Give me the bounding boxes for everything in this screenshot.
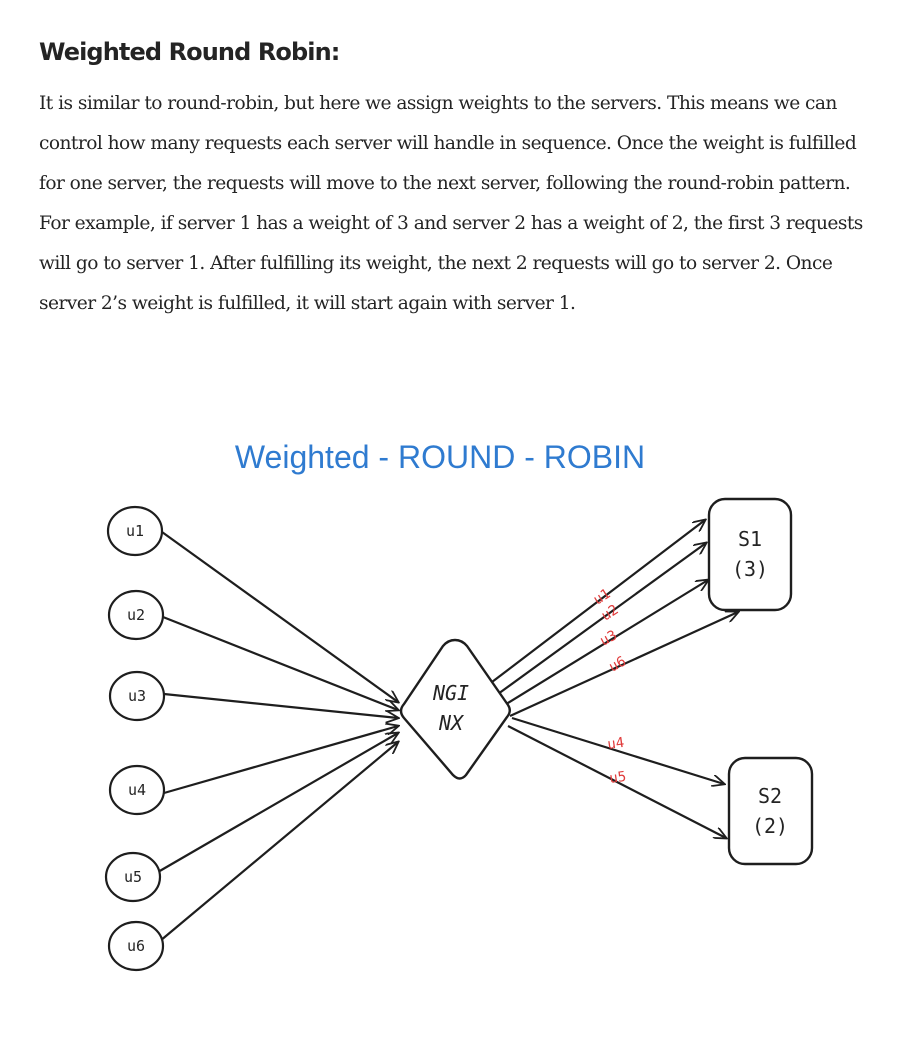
arrow-u1: [161, 531, 398, 702]
user-node-u5: u5: [104, 851, 162, 903]
route-label-u4: u4: [606, 735, 625, 753]
user-node-u6: u6: [107, 920, 165, 972]
server1-route-labels: u1 u2 u3 u6: [591, 586, 629, 676]
arrow-s1-b: [497, 543, 706, 695]
server2-arrows: [507, 716, 726, 838]
route-label-u1: u1: [591, 586, 614, 609]
user-label: u3: [128, 687, 146, 705]
load-balancer-diagram: Weighted - ROUND - ROBIN u1: [104, 439, 814, 972]
article: Weighted Round Robin: It is similar to r…: [39, 28, 879, 324]
arrow-s2-a: [511, 716, 724, 784]
user-node-u2: u2: [107, 589, 165, 641]
user-arrows: [157, 531, 398, 942]
server-weight: (3): [732, 557, 768, 581]
route-label-u3: u3: [597, 627, 619, 649]
arrow-s1-a: [491, 520, 705, 683]
user-label: u2: [127, 606, 145, 624]
route-label-u5: u5: [608, 769, 627, 787]
user-label: u4: [128, 781, 146, 799]
server1-arrows: [491, 520, 738, 718]
section-heading: Weighted Round Robin:: [39, 38, 340, 66]
diagram-figure: Weighted - ROUND - ROBIN u1: [0, 400, 902, 1020]
server-name: S2: [758, 784, 782, 808]
arrow-u3: [163, 692, 398, 718]
user-node-u3: u3: [108, 670, 166, 722]
user-label: u5: [124, 868, 142, 886]
load-balancer-node: NGI NX: [399, 638, 511, 780]
arrow-u6: [159, 742, 398, 942]
server-weight: (2): [752, 814, 788, 838]
user-nodes: u1 u2 u3 u4 u5 u6: [104, 505, 166, 972]
server2-route-labels: u4 u5: [606, 735, 627, 787]
route-label-u6: u6: [606, 653, 628, 675]
user-label: u6: [127, 937, 145, 955]
user-node-u1: u1: [106, 505, 164, 557]
diagram-title: Weighted - ROUND - ROBIN: [235, 439, 645, 475]
server-node-s2: S2 (2): [727, 756, 814, 866]
load-balancer-label-line2: NX: [438, 711, 465, 735]
arrow-s1-d: [509, 612, 738, 718]
arrow-u5: [157, 733, 398, 873]
load-balancer-label-line1: NGI: [432, 681, 469, 705]
route-label-u2: u2: [599, 602, 622, 625]
arrow-s1-c: [502, 580, 708, 707]
user-label: u1: [126, 522, 144, 540]
server-node-s1: S1 (3): [707, 497, 793, 612]
arrow-s2-b: [507, 725, 726, 838]
user-node-u4: u4: [108, 764, 166, 816]
server-name: S1: [738, 527, 762, 551]
body-paragraph: It is similar to round-robin, but here w…: [39, 93, 863, 314]
arrow-u4: [163, 726, 398, 795]
diamond-shape: [399, 638, 511, 780]
arrow-u2: [162, 615, 398, 710]
